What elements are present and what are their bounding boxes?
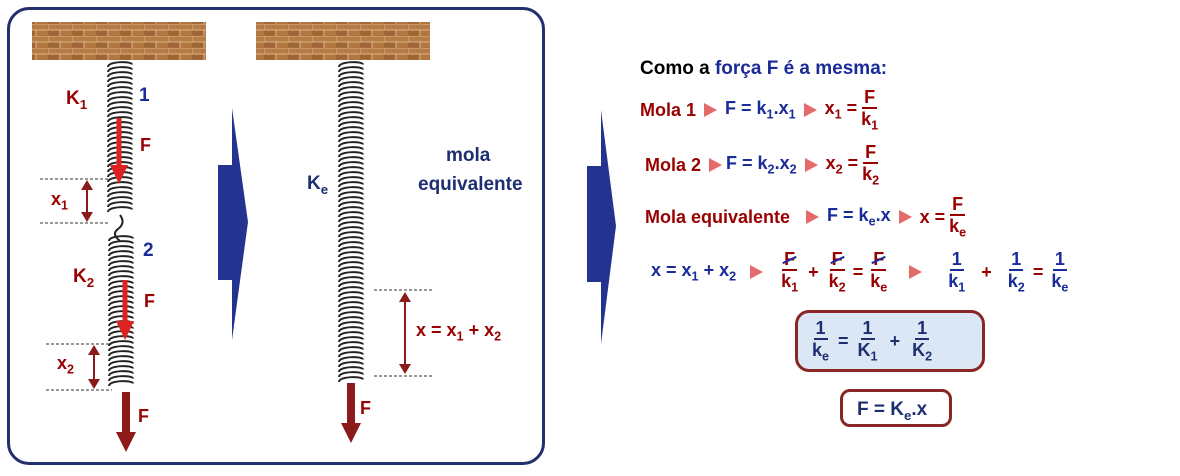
spring-diagram-panel — [7, 7, 545, 465]
mola-label: mola — [446, 145, 491, 166]
x1-dimension-arrow — [81, 180, 93, 222]
triangle-bullet-icon — [898, 210, 912, 225]
heading: Como a força F é a mesma: — [640, 58, 888, 79]
plus-sign: + — [808, 261, 819, 282]
spring-2 — [108, 235, 134, 387]
equal-sign: = — [852, 261, 864, 282]
x2-dimension — [46, 343, 112, 391]
right-arrow-icon — [587, 110, 616, 344]
x2-dimension-arrow — [88, 345, 100, 389]
spring-equivalent — [338, 61, 364, 383]
row4-lhs: x = x1 + x2 — [651, 260, 737, 284]
row1-label: Mola 1 — [640, 99, 697, 120]
row2-label: Mola 2 — [645, 154, 702, 175]
row1-x: x1 = — [824, 98, 858, 122]
row3-x: x = — [919, 206, 946, 227]
k1-label: K1 — [66, 88, 88, 112]
x1-label: x1 — [51, 189, 69, 213]
force-label-1: F — [140, 135, 151, 155]
equal-sign: = — [838, 330, 849, 351]
row2-equation: F = k2.x2 — [726, 153, 797, 177]
force-label-2: F — [144, 291, 155, 311]
row3-label: Mola equivalente — [645, 206, 791, 227]
coil-path — [108, 235, 134, 387]
triangle-bullet-icon — [909, 265, 923, 280]
final-formula: F = Ke.x — [857, 399, 928, 423]
spring-connector — [114, 214, 124, 242]
x-equivalent-dimension-arrow — [399, 292, 411, 374]
k2-label: K2 — [73, 266, 95, 290]
force-arrow-bottom-left — [116, 392, 136, 452]
force-arrow-bottom-right — [341, 383, 361, 443]
triangle-bullet-icon — [704, 103, 718, 118]
spring-1-number: 1 — [139, 85, 150, 106]
force-label-bottom-right: F — [360, 398, 371, 418]
triangle-bullet-icon — [803, 103, 817, 118]
force-arrow-2 — [116, 280, 134, 340]
row3-equation: F = ke.x — [827, 205, 891, 229]
row1-equation: F = k1.x1 — [725, 98, 796, 122]
triangle-bullet-icon — [750, 265, 764, 280]
force-label-bottom-left: F — [138, 406, 149, 426]
x-equivalent-label: x = x1 + x2 — [416, 320, 502, 344]
ceiling-left — [32, 22, 206, 60]
plus-sign: + — [889, 330, 901, 351]
x2-label: x2 — [57, 353, 75, 377]
ke-label: Ke — [307, 173, 329, 197]
plus-sign: + — [981, 261, 992, 282]
row2-x: x2 = — [825, 153, 859, 177]
triangle-bullet-icon — [806, 210, 820, 225]
triangle-bullet-icon — [709, 158, 723, 173]
ceiling-right — [256, 22, 430, 60]
equivalente-label: equivalente — [418, 174, 523, 195]
right-arrow-icon — [218, 108, 248, 340]
x1-dimension — [40, 178, 110, 224]
spring-2-number: 2 — [143, 240, 154, 261]
force-arrow-1 — [110, 118, 128, 184]
equal-sign: = — [1032, 261, 1044, 282]
coil-path — [338, 61, 364, 383]
final-formula-box: F = Ke.x — [840, 389, 952, 427]
triangle-bullet-icon — [804, 158, 818, 173]
